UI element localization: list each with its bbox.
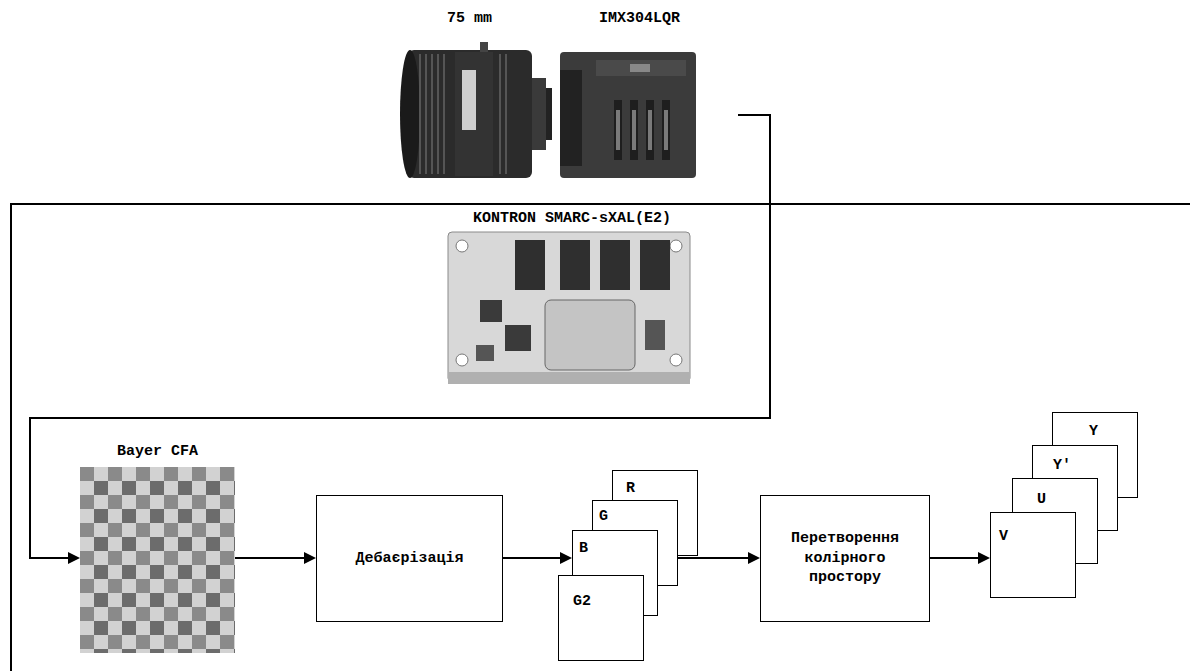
grid-heading: Bayer CFA — [80, 442, 235, 462]
bayer-grid — [80, 467, 235, 653]
box-text: Дебаєрізація — [355, 549, 463, 569]
flow-arrow — [235, 552, 316, 564]
flow-arrow — [930, 552, 990, 564]
channel-letter: G2 — [573, 592, 591, 612]
process-box: Дебаєрізація — [316, 495, 503, 622]
channel-letter: Y — [1089, 422, 1098, 442]
channel-page: V — [990, 512, 1076, 598]
photo-label: IMX304LQR — [599, 10, 680, 27]
board-photo — [448, 232, 690, 384]
channel-letter: R — [626, 479, 635, 499]
camera-photo — [560, 52, 696, 178]
channel-letter: V — [999, 527, 1008, 547]
channel-letter: G — [599, 507, 608, 527]
photo-label: 75 mm — [447, 10, 492, 27]
bayer-cfa: Bayer CFA — [80, 467, 235, 653]
camera-label: IMX304LQR — [599, 9, 680, 29]
flow-arrow — [503, 552, 572, 564]
channel-letter: U — [1037, 490, 1046, 510]
lens-label: 75 mm — [447, 9, 492, 29]
board-frame: KONTRON SMARC-sXAL(E2) Bayer CFA Дебаєріза… — [10, 203, 1190, 671]
board-title: KONTRON SMARC-sXAL(E2) — [12, 209, 1132, 229]
channel-letter: Y' — [1053, 456, 1071, 476]
process-box: Перетворення колірного простору — [760, 495, 930, 622]
channel-page: G2 — [558, 575, 644, 661]
channel-letter: B — [579, 539, 588, 559]
lens-photo — [400, 42, 552, 178]
box-text: Перетворення колірного простору — [783, 529, 907, 588]
